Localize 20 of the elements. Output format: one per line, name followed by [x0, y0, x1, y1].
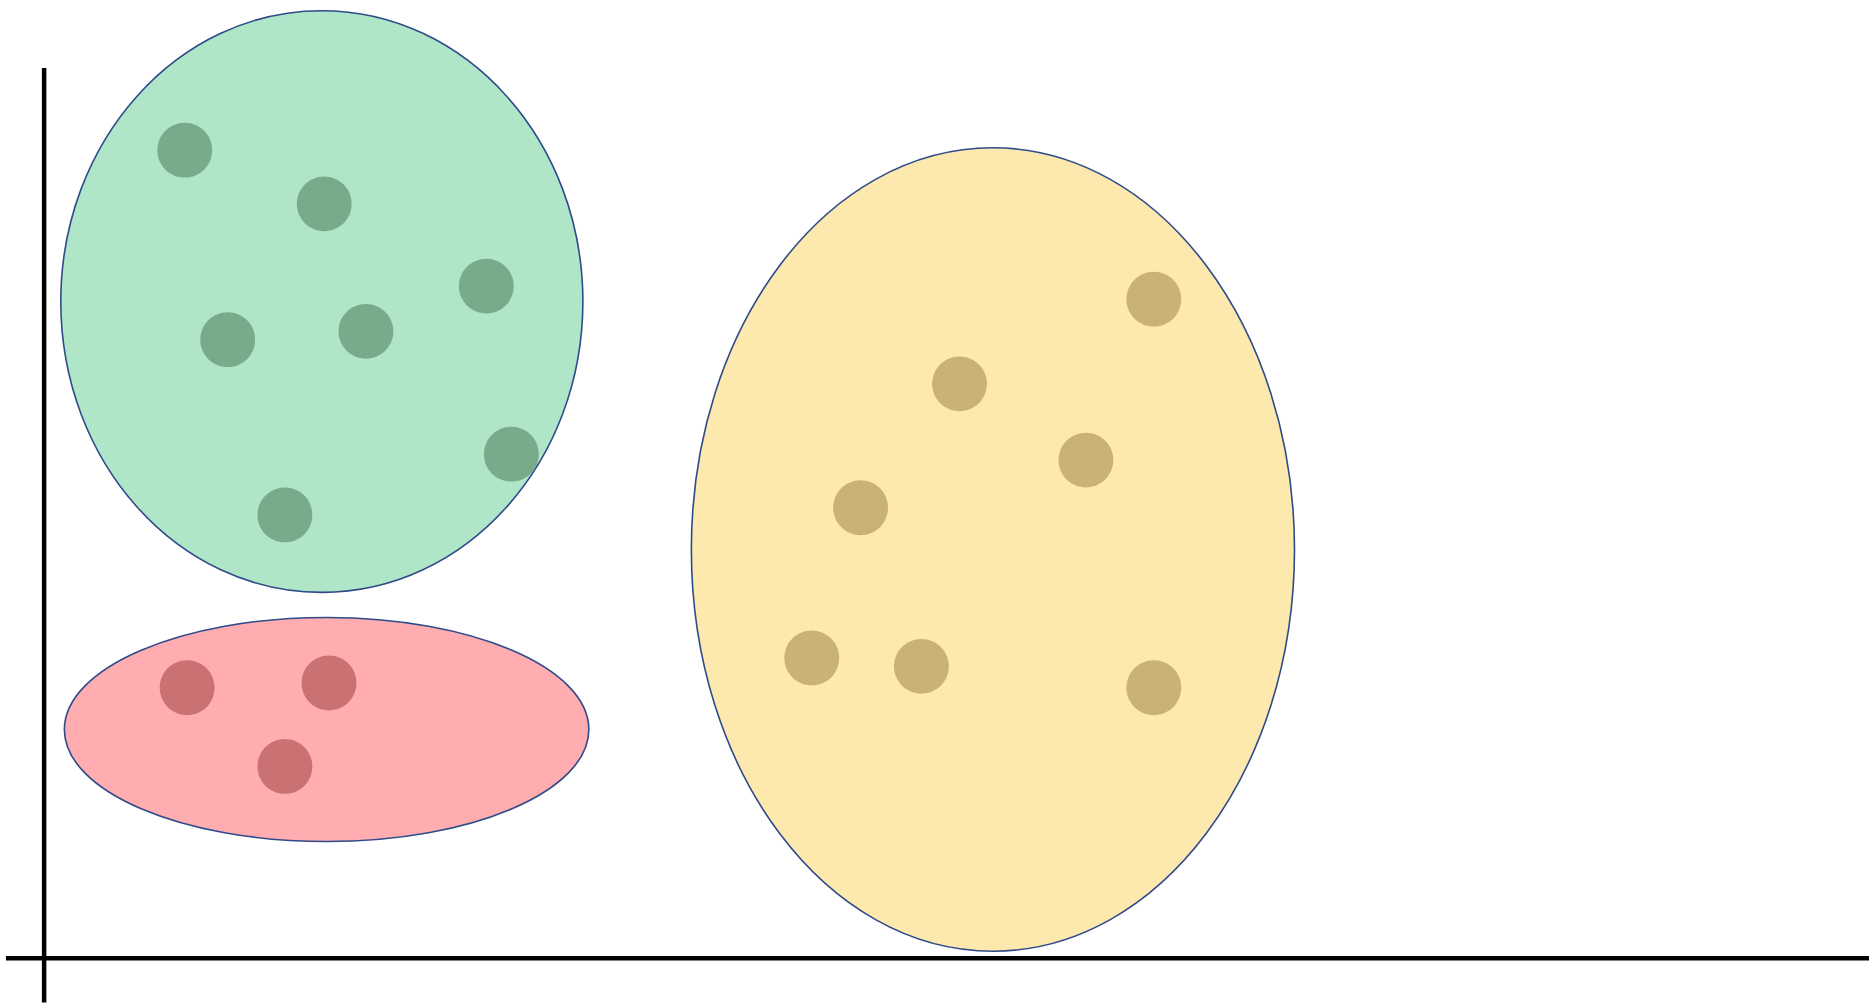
data-point [301, 655, 357, 711]
data-point [458, 258, 514, 314]
cluster-ellipse [690, 147, 1296, 952]
data-point [894, 638, 949, 694]
data-point [483, 426, 539, 482]
data-point [157, 122, 213, 178]
data-point [200, 312, 256, 368]
cluster-ellipse [60, 9, 584, 594]
cluster-ellipse [63, 616, 590, 843]
data-point [1126, 660, 1182, 716]
data-point [784, 630, 840, 686]
data-point [257, 487, 313, 543]
data-point [296, 176, 352, 232]
data-point [1058, 432, 1114, 488]
data-point [159, 660, 215, 716]
data-point [1126, 271, 1182, 327]
data-point [257, 739, 313, 794]
data-point [338, 303, 394, 359]
data-point [833, 480, 888, 536]
data-point [932, 356, 987, 412]
